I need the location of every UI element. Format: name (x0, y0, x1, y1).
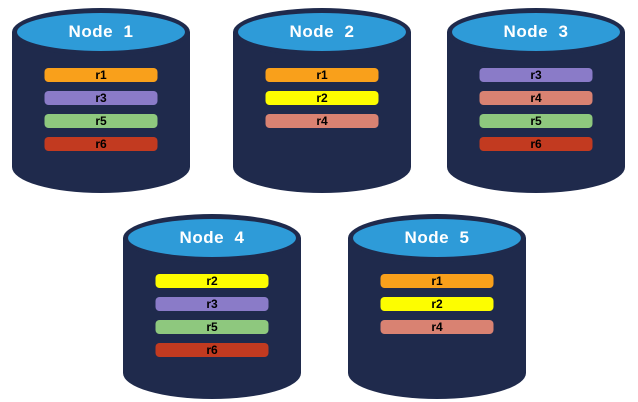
cylinder-top: Node 2 (233, 8, 411, 56)
node-2: Node 2 r1 r2 r4 (233, 8, 411, 193)
replica-bar: r5 (479, 114, 593, 128)
replica-bar: r4 (265, 114, 379, 128)
node-1: Node 1 r1 r3 r5 r6 (12, 8, 190, 193)
replica-list: r1 r2 r4 (380, 274, 494, 343)
cylinder-top: Node 3 (447, 8, 625, 56)
replica-list: r1 r2 r4 (265, 68, 379, 137)
cylinder-body (447, 32, 625, 193)
replica-bar: r5 (155, 320, 269, 334)
cylinder-body (123, 238, 301, 399)
cylinder-top: Node 4 (123, 214, 301, 262)
node-title: Node 5 (404, 228, 470, 247)
replica-list: r3 r4 r5 r6 (479, 68, 593, 160)
replica-bar: r4 (380, 320, 494, 334)
cylinder-top: Node 5 (348, 214, 526, 262)
replica-bar: r3 (44, 91, 158, 105)
cylinder-body (348, 238, 526, 399)
cylinder-top: Node 1 (12, 8, 190, 56)
replica-bar: r3 (479, 68, 593, 82)
node-title: Node 3 (503, 22, 569, 41)
replica-bar: r1 (380, 274, 494, 288)
replica-bar: r2 (380, 297, 494, 311)
cylinder-body (233, 32, 411, 193)
replica-bar: r4 (479, 91, 593, 105)
replica-list: r2 r3 r5 r6 (155, 274, 269, 366)
replica-bar: r6 (479, 137, 593, 151)
node-3: Node 3 r3 r4 r5 r6 (447, 8, 625, 193)
node-title: Node 1 (68, 22, 134, 41)
node-title: Node 4 (179, 228, 245, 247)
node-4: Node 4 r2 r3 r5 r6 (123, 214, 301, 399)
cylinder-body (12, 32, 190, 193)
replica-bar: r2 (155, 274, 269, 288)
replica-bar: r1 (265, 68, 379, 82)
replica-list: r1 r3 r5 r6 (44, 68, 158, 160)
replica-bar: r6 (155, 343, 269, 357)
replica-bar: r3 (155, 297, 269, 311)
replica-bar: r1 (44, 68, 158, 82)
replica-bar: r5 (44, 114, 158, 128)
replica-bar: r6 (44, 137, 158, 151)
node-5: Node 5 r1 r2 r4 (348, 214, 526, 399)
replica-bar: r2 (265, 91, 379, 105)
node-title: Node 2 (289, 22, 355, 41)
